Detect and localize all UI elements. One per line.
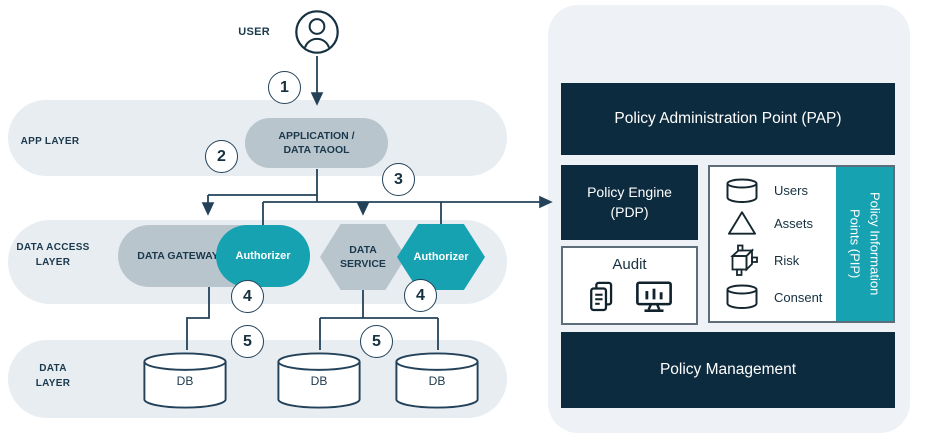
user-label: USER [238,26,270,38]
monitor-chart-icon [635,280,673,319]
database-cylinder: DB [276,352,362,410]
data-gateway-label: DATA GATEWAY [137,250,219,262]
service-authorizer-node: Authorizer [397,224,485,290]
step-badge-4a: 4 [231,280,264,313]
database-cylinder-icon [724,178,760,204]
pip-item-assets: Assets [724,209,836,237]
step-badge-5a: 5 [231,325,264,358]
policy-panel: Policy Administration Point (PAP) Policy… [548,5,910,433]
cube-3d-icon [724,243,760,279]
pdp-label: Policy Engine (PDP) [587,183,672,220]
database-cylinder: DB [142,352,228,410]
gateway-authorizer-node: Authorizer [216,225,310,287]
pip-item-label: Users [774,183,808,199]
audit-box: Audit [561,246,698,325]
policy-management-bar: Policy Management [561,332,895,408]
step-badge-5b: 5 [360,325,393,358]
user-icon [294,9,340,55]
gateway-authorizer-label: Authorizer [235,250,291,262]
data-service-node: DATA SERVICE [320,224,406,290]
policy-management-label: Policy Management [659,361,797,378]
data-layer-label: DATA LAYER [35,363,71,389]
service-authorizer-label: Authorizer [413,251,469,263]
step-badge-4b: 4 [404,279,437,312]
data-service-label: DATA SERVICE [340,243,386,270]
triangle-icon [724,209,760,237]
pip-vertical-band: Policy Information Points (PIP) [836,167,893,321]
pip-item-label: Consent [774,289,823,305]
pip-item-label: Assets [774,215,814,231]
application-data-tool-node: APPLICATION / DATA TAOOL [245,118,388,168]
step-badge-2: 2 [205,140,238,173]
database-cylinder-icon [724,284,760,310]
audit-label: Audit [612,256,647,273]
db-label: DB [310,374,328,388]
pip-band-label: Policy Information Points (PIP) [847,192,883,296]
policy-administration-point-bar: Policy Administration Point (PAP) [561,83,895,155]
policy-information-points-box: Users Assets [708,165,895,323]
pip-item-users: Users [724,178,836,204]
documents-icon [587,280,617,319]
database-cylinder: DB [394,352,480,410]
application-node-label: APPLICATION / DATA TAOOL [278,129,355,156]
step-badge-1: 1 [268,71,301,104]
app-layer-label: APP LAYER [20,136,80,147]
db-label: DB [176,374,194,388]
step-badge-3: 3 [382,163,415,196]
pip-item-consent: Consent [724,284,836,310]
data-access-layer-label: DATA ACCESS LAYER [16,242,90,268]
pap-label: Policy Administration Point (PAP) [614,110,842,127]
pip-item-label: Risk [774,253,800,269]
policy-engine-pdp-box: Policy Engine (PDP) [561,165,698,240]
pip-item-risk: Risk [724,243,836,279]
db-label: DB [428,374,446,388]
